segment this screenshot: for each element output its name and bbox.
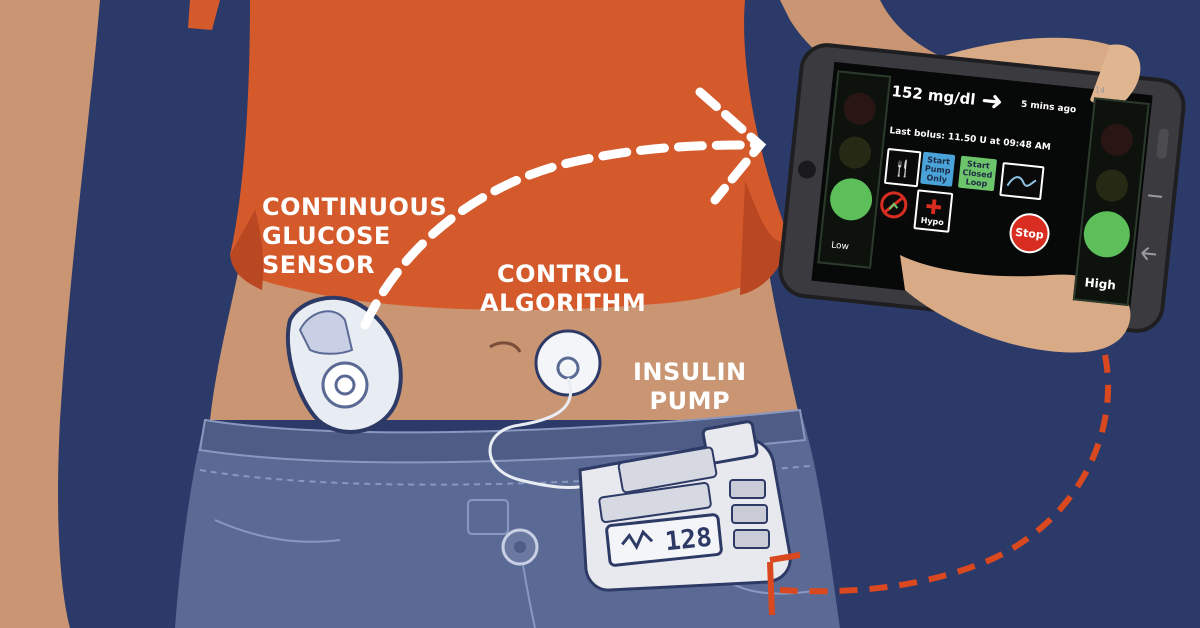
trend-graph-icon [1006, 176, 1037, 187]
glucose-sensor-device [285, 295, 403, 434]
glucose-graph-button[interactable] [999, 162, 1045, 201]
signal-arrowhead-icon [695, 87, 767, 205]
hypo-button[interactable]: ✚ Hypo [913, 189, 954, 233]
high-label: High [1083, 275, 1117, 293]
green-light-icon [1081, 209, 1133, 260]
pump-arrowhead-icon [767, 552, 801, 616]
belt-loop [467, 499, 509, 535]
insulin-pump-device [578, 420, 792, 592]
left-arm [0, 0, 100, 628]
meal-button[interactable]: 🍴 [883, 147, 922, 188]
control-algorithm-patch [534, 329, 602, 397]
phone-to-pump-signal [779, 354, 1112, 595]
phone-screen: Low High 152 mg/dl ➜ 5 mins ago 14 Last … [811, 62, 1152, 314]
sensor-to-phone-signal [360, 140, 765, 330]
shirt-fold [740, 180, 790, 295]
medical-cross-icon: ✚ [924, 193, 944, 220]
control-algorithm-label: CONTROL ALGORITHM [480, 260, 647, 317]
hand-front [900, 255, 1131, 353]
no-exercise-button[interactable] [876, 187, 912, 223]
navel [489, 341, 522, 353]
start-pump-only-button[interactable]: Start Pump Only [920, 151, 956, 187]
time-ago: 5 mins ago [1020, 99, 1077, 116]
sleeve [188, 0, 220, 30]
stop-button[interactable]: Stop [1007, 211, 1052, 256]
green-light-icon [828, 176, 875, 223]
last-bolus: Last bolus: 11.50 U at 09:48 AM [888, 126, 1052, 153]
shirt [230, 0, 790, 310]
amber-light-icon [837, 134, 873, 171]
red-light-icon [1099, 122, 1135, 158]
fork-knife-icon: 🍴 [891, 157, 914, 179]
fingers [1090, 44, 1141, 107]
red-light-icon [842, 91, 878, 127]
cgm-label: CONTINUOUS GLUCOSE SENSOR [262, 193, 448, 279]
pump-display-reading: 128 [663, 522, 714, 558]
status-time: 14 [1094, 85, 1106, 96]
insulin-pump-label: INSULIN PUMP [633, 358, 747, 415]
glucose-reading: 152 mg/dl [890, 82, 977, 109]
pocket-left [214, 519, 341, 543]
low-label: Low [830, 240, 850, 253]
insulin-tubing [488, 377, 601, 489]
amber-light-icon [1094, 167, 1130, 204]
shirt-shade [230, 210, 264, 290]
arrow-right-icon: ➜ [979, 85, 1005, 118]
start-closed-loop-button[interactable]: Start Closed Loop [957, 155, 998, 192]
no-exercise-icon [880, 191, 908, 219]
